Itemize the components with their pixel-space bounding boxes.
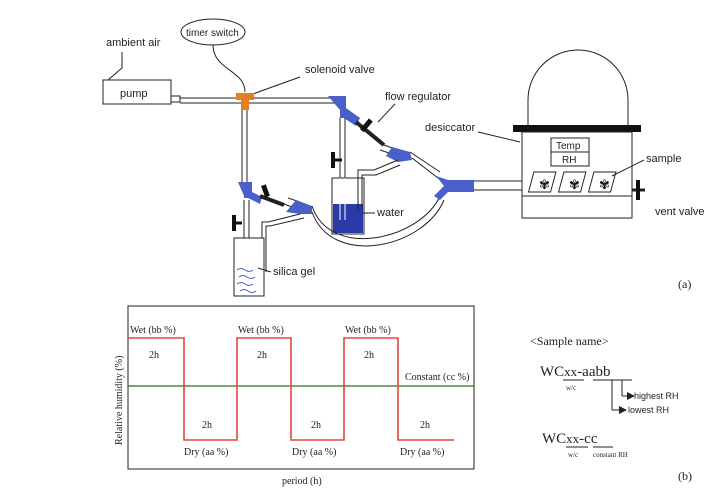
panel-label-b: (b)	[678, 469, 692, 483]
solenoid-valve-top	[236, 93, 254, 100]
wet-dry-wave	[128, 337, 454, 441]
temp-label: Temp	[556, 141, 581, 152]
solenoid-valve-stem	[241, 98, 249, 110]
vent-valve-label: vent valve	[655, 206, 705, 218]
duration-label-5: 2h	[364, 350, 374, 361]
svg-text:✾: ✾	[539, 177, 550, 192]
dry-label-3: Dry (aa %)	[400, 447, 444, 458]
duration-label-2: 2h	[202, 420, 212, 431]
ambient-air-line	[107, 52, 123, 81]
sample-name-2: WCxx-cc	[542, 431, 598, 447]
lowest-rh-label: lowest RH	[628, 405, 669, 415]
svg-text:✾: ✾	[569, 177, 580, 192]
sample-name-1: WCxx-aabb	[540, 364, 610, 380]
pump-outlet	[170, 95, 181, 103]
wc-note-1: w/c	[566, 384, 576, 392]
sample-name-title: <Sample name>	[530, 334, 609, 348]
wet-label-3: Wet (bb %)	[345, 325, 391, 336]
pump-label: pump	[120, 88, 148, 100]
y-junction-middle	[386, 147, 412, 162]
apparatus-diagram: ambient air pump timer switch solenoid v…	[102, 18, 705, 297]
name1-suffix: -aabb	[577, 364, 610, 380]
name2-suffix: -cc	[579, 431, 598, 447]
desiccator-dome	[527, 49, 629, 125]
timer-wire	[212, 44, 246, 93]
sample-label: sample	[646, 153, 681, 165]
vent-valve	[636, 180, 640, 200]
duration-label-4: 2h	[311, 420, 321, 431]
duration-label-1: 2h	[149, 350, 159, 361]
silica-gel-particles	[236, 268, 257, 293]
flow-regulator-left	[259, 184, 285, 207]
sample-holders: ✾ ✾ ✾	[527, 171, 617, 193]
desiccator: Temp RH ✾ ✾ ✾	[513, 49, 645, 219]
solenoid-valve-label: solenoid valve	[305, 64, 375, 76]
wet-label-1: Wet (bb %)	[130, 325, 176, 336]
y-junction-final	[434, 176, 474, 200]
dry-label-1: Dry (aa %)	[184, 447, 228, 458]
humidity-chart: Relative humidity (%) period (h) Wet (bb…	[114, 305, 692, 487]
y-junction-top	[328, 96, 360, 126]
desiccator-label: desiccator	[425, 122, 475, 134]
y-junction-silica	[286, 200, 312, 214]
pump-box	[102, 79, 172, 105]
rh-label: RH	[562, 155, 576, 166]
flow-regulator-label: flow regulator	[385, 91, 451, 103]
name2-prefix: WC	[542, 431, 566, 447]
dry-label-2: Dry (aa %)	[292, 447, 336, 458]
timer-switch-label: timer switch	[186, 28, 239, 39]
panel-label-a: (a)	[678, 277, 691, 291]
duration-label-3: 2h	[257, 350, 267, 361]
flow-regulator-top	[354, 118, 386, 147]
chart-xlabel: period (h)	[282, 476, 322, 487]
constant-label: Constant (cc %)	[405, 372, 469, 383]
duration-label-6: 2h	[420, 420, 430, 431]
svg-text:✾: ✾	[599, 177, 610, 192]
name1-code: xx	[564, 364, 578, 379]
silica-gel-label: silica gel	[273, 266, 315, 278]
water-label: water	[376, 207, 404, 219]
name2-code: xx	[566, 431, 580, 446]
ambient-air-label: ambient air	[106, 37, 161, 49]
desiccator-lid-band	[513, 125, 641, 132]
silica-gel-jar	[233, 237, 265, 297]
name1-prefix: WC	[540, 364, 564, 380]
wc-note-2: w/c	[568, 451, 578, 459]
sample-name-legend: <Sample name> WCxx-aabb w/c highest RH l…	[530, 334, 679, 459]
solenoid-pointer	[249, 76, 301, 96]
chart-ylabel: Relative humidity (%)	[114, 356, 125, 445]
highest-rh-label: highest RH	[634, 391, 679, 401]
chart-frame	[127, 305, 475, 470]
wet-label-2: Wet (bb %)	[238, 325, 284, 336]
y-junction-left	[238, 182, 262, 204]
constant-rh-label: constant RH	[593, 451, 628, 459]
